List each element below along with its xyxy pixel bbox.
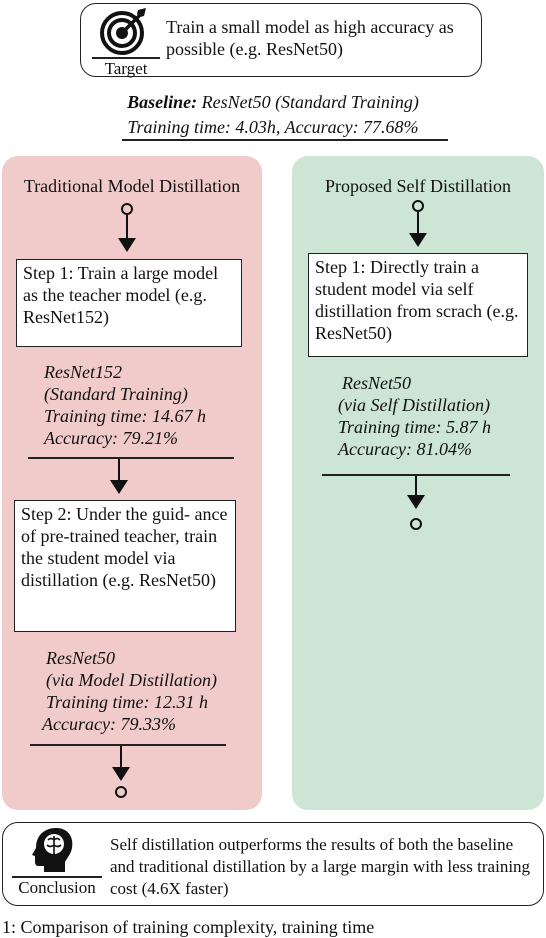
- arrow-line: [415, 476, 418, 498]
- result-model: ResNet50: [46, 648, 115, 668]
- conclusion-text: Self distillation outperforms the result…: [110, 835, 531, 898]
- student-result: ResNet50 (via Model Distillation) Traini…: [42, 647, 217, 735]
- arrow-line: [118, 459, 121, 483]
- result-time: Training time: 5.87 h: [338, 417, 492, 437]
- self-step1-box: Step 1: Directly train a student model v…: [308, 253, 528, 357]
- target-caption: Target: [104, 59, 148, 78]
- result-model: ResNet50: [342, 373, 411, 393]
- arrow-down-icon: [407, 495, 425, 509]
- head-brain-icon: [32, 828, 73, 872]
- result-method: (via Model Distillation): [46, 670, 217, 690]
- traditional-distillation-title: Traditional Model Distillation: [23, 176, 241, 196]
- arrow-line: [126, 215, 129, 241]
- arrow-line: [417, 212, 420, 236]
- arrow-down-icon: [118, 238, 136, 252]
- result-method: (Standard Training): [44, 384, 188, 404]
- baseline-stats: Training time: 4.03h, Accuracy: 77.68%: [127, 117, 419, 137]
- baseline-divider: [122, 139, 448, 141]
- teacher-result: ResNet152 (Standard Training) Training t…: [44, 361, 206, 449]
- end-node: [410, 518, 422, 530]
- conclusion-caption: Conclusion: [18, 878, 96, 897]
- result-accuracy: Accuracy: 81.04%: [338, 439, 472, 459]
- baseline-model: ResNet50 (Standard Training): [201, 92, 419, 112]
- result-time: Training time: 12.31 h: [46, 692, 209, 712]
- result-method: (via Self Distillation): [338, 395, 490, 415]
- result-model: ResNet152: [44, 362, 122, 382]
- target-text: Train a small model as high accuracy as …: [166, 17, 454, 59]
- baseline-line: Baseline: ResNet50 (Standard Training): [0, 91, 546, 113]
- conclusion-divider: [12, 876, 102, 878]
- self-distillation-result: ResNet50 (via Self Distillation) Trainin…: [338, 372, 491, 460]
- start-node: [412, 200, 424, 212]
- figure-caption: 1: Comparison of training complexity, tr…: [2, 917, 375, 937]
- self-distillation-title: Proposed Self Distillation: [325, 176, 511, 196]
- target-divider: [92, 57, 160, 59]
- result-accuracy: Accuracy: 79.21%: [44, 428, 178, 448]
- start-node: [121, 203, 133, 215]
- result-divider: [28, 457, 234, 459]
- baseline-label: Baseline:: [127, 92, 198, 112]
- conclusion-box: [2, 822, 544, 906]
- arrow-down-icon: [110, 480, 128, 494]
- result-divider: [322, 474, 510, 476]
- arrow-down-icon: [409, 233, 427, 247]
- arrow-down-icon: [112, 767, 130, 781]
- result-time: Training time: 14.67 h: [44, 406, 207, 426]
- result-divider: [30, 744, 226, 746]
- result-accuracy: Accuracy: 79.33%: [42, 714, 176, 734]
- end-node: [115, 786, 127, 798]
- traditional-step1-box: Step 1: Train a large model as the teach…: [16, 259, 242, 347]
- target-box: [80, 3, 482, 77]
- traditional-step2-box: Step 2: Under the guid- ance of pre-trai…: [14, 500, 236, 632]
- arrow-line: [120, 746, 123, 770]
- target-icon: [100, 8, 146, 55]
